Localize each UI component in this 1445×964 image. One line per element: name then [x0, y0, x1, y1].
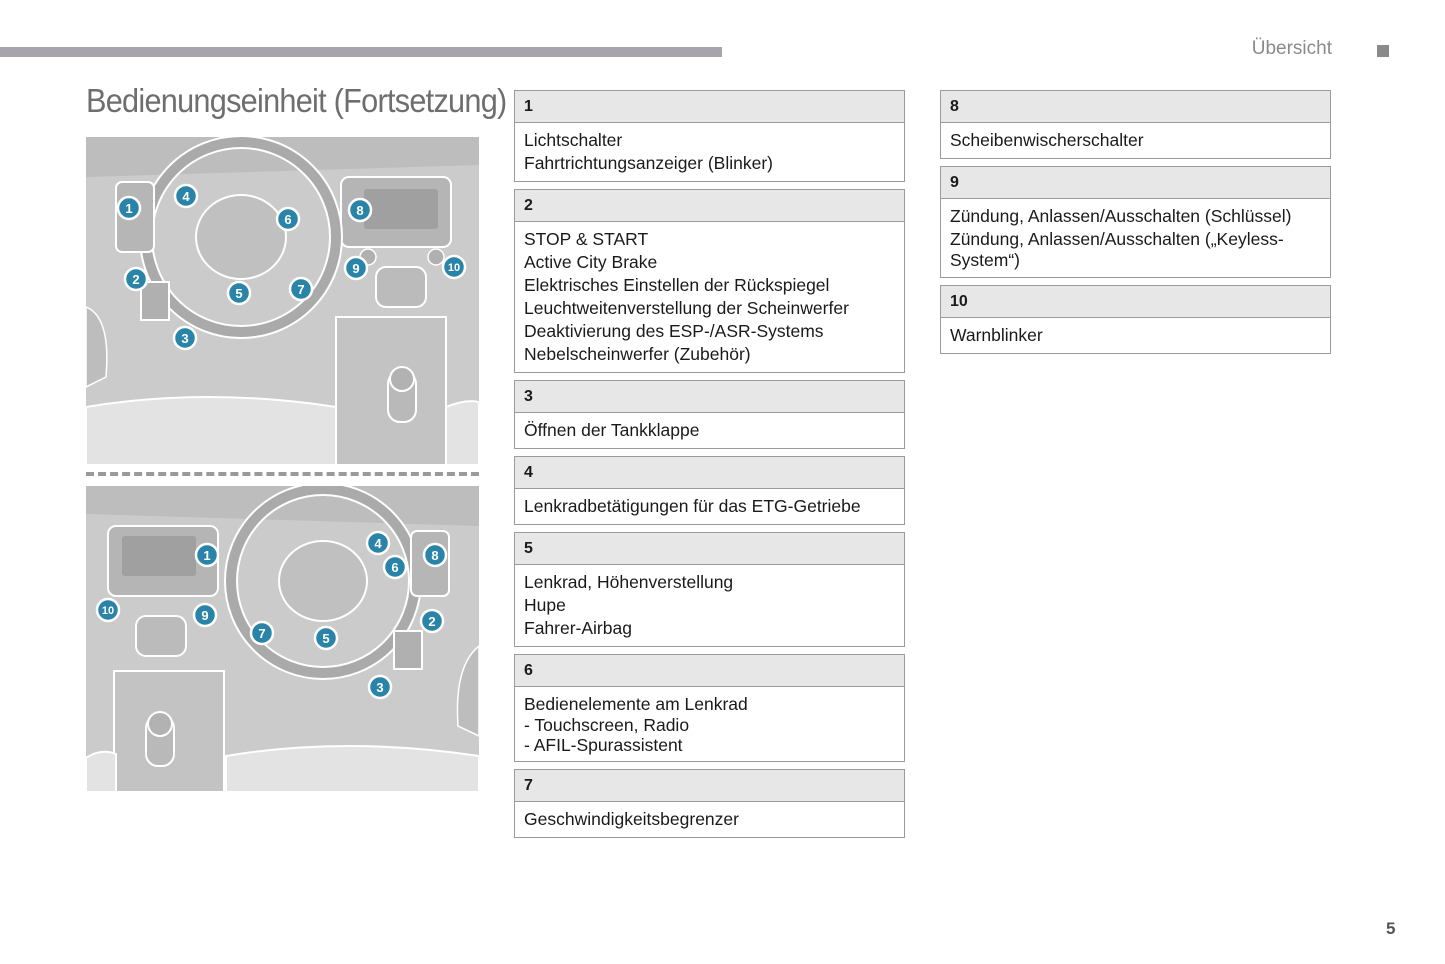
legend-entry-8: 8 Scheibenwischerschalter [940, 90, 1331, 159]
section-label: Übersicht [1251, 38, 1332, 59]
callout-4: 4 [173, 183, 199, 209]
entry-line: Nebelscheinwerfer (Zubehör) [524, 344, 751, 364]
entry-line: Lenkrad, Höhenverstellung [524, 572, 734, 592]
callout-3: 3 [367, 674, 393, 700]
entry-line: System“) [950, 250, 1020, 270]
legend-entry-9: 9 Zündung, Anlassen/Ausschalten (Schlüss… [940, 166, 1331, 278]
entry-number: 2 [515, 190, 904, 222]
entry-line: Fahrtrichtungsanzeiger (Blinker) [524, 153, 773, 173]
entry-line: STOP & START [524, 229, 649, 249]
entry-line: Zündung, Anlassen/Ausschalten („Keyless- [950, 229, 1284, 249]
entry-line: Geschwindigkeitsbegrenzer [524, 809, 739, 829]
legend-entry-3: 3 Öffnen der Tankklappe [514, 380, 905, 449]
svg-text:1: 1 [203, 548, 210, 563]
entry-number: 4 [515, 457, 904, 489]
legend-entry-6: 6 Bedienelemente am Lenkrad - Touchscree… [514, 654, 905, 762]
svg-text:4: 4 [374, 536, 382, 551]
callout-10: 10 [95, 597, 121, 623]
svg-text:6: 6 [391, 560, 398, 575]
svg-text:6: 6 [284, 212, 291, 227]
entry-number: 8 [941, 91, 1330, 123]
svg-text:8: 8 [431, 548, 438, 563]
entry-number: 1 [515, 91, 904, 123]
entry-line: Warnblinker [950, 325, 1043, 345]
svg-text:4: 4 [182, 189, 190, 204]
svg-text:3: 3 [376, 680, 383, 695]
entry-number: 9 [941, 167, 1330, 199]
entry-line: Active City Brake [524, 252, 658, 272]
svg-text:9: 9 [352, 261, 359, 276]
entry-line: Bedienelemente am Lenkrad [524, 694, 748, 714]
entry-line: - AFIL-Spurassistent [524, 734, 683, 755]
callout-1: 1 [116, 195, 142, 221]
entry-number: 3 [515, 381, 904, 413]
svg-text:1: 1 [125, 201, 132, 216]
legend-entry-5: 5 Lenkrad, Höhenverstellung Hupe Fahrer-… [514, 532, 905, 647]
entry-line: Zündung, Anlassen/Ausschalten (Schlüssel… [950, 206, 1292, 226]
entry-number: 10 [941, 286, 1330, 318]
svg-text:7: 7 [258, 626, 265, 641]
svg-text:10: 10 [448, 262, 460, 274]
callout-9: 9 [192, 602, 218, 628]
entry-line: Fahrer-Airbag [524, 618, 632, 638]
entry-line: - Touchscreen, Radio [524, 715, 690, 735]
legend-entry-1: 1 Lichtschalter Fahrtrichtungsanzeiger (… [514, 90, 905, 182]
section-marker-square [1377, 45, 1389, 57]
callout-10: 10 [441, 254, 467, 280]
dashboard-figure-left-hand-drive: 1 4 6 8 2 5 7 9 10 3 [86, 137, 479, 465]
callout-7: 7 [249, 620, 275, 646]
callout-4: 4 [365, 530, 391, 556]
entry-line: Deaktivierung des ESP-/ASR-Systems [524, 321, 824, 341]
callout-6: 6 [275, 206, 301, 232]
svg-text:5: 5 [235, 286, 242, 301]
callout-6: 6 [382, 554, 408, 580]
entry-line: Öffnen der Tankklappe [524, 420, 700, 440]
figure-divider [86, 472, 479, 476]
svg-text:3: 3 [181, 331, 188, 346]
svg-text:10: 10 [102, 605, 114, 617]
callout-2: 2 [123, 266, 149, 292]
legend-entry-7: 7 Geschwindigkeitsbegrenzer [514, 769, 905, 838]
entry-number: 7 [515, 770, 904, 802]
entry-line: Lichtschalter [524, 130, 623, 150]
entry-line: Lenkradbetätigungen für das ETG-Getriebe [524, 496, 861, 516]
callout-5: 5 [313, 625, 339, 651]
dashboard-figure-right-hand-drive: 1 4 6 8 10 9 7 5 2 3 [86, 486, 479, 792]
svg-text:8: 8 [356, 203, 363, 218]
legend-entry-2: 2 STOP & START Active City Brake Elektri… [514, 189, 905, 373]
callout-1: 1 [194, 542, 220, 568]
callout-8: 8 [422, 542, 448, 568]
svg-text:2: 2 [428, 614, 435, 629]
svg-text:7: 7 [297, 282, 304, 297]
top-rule-bar [0, 47, 722, 57]
svg-text:9: 9 [201, 608, 208, 623]
entry-line: Scheibenwischerschalter [950, 130, 1144, 150]
entry-line: Elektrisches Einstellen der Rückspiegel [524, 275, 830, 295]
entry-line: Leuchtweitenverstellung der Scheinwerfer [524, 298, 849, 318]
page-title: Bedienungseinheit (Fortsetzung) [86, 82, 507, 119]
callout-8: 8 [347, 197, 373, 223]
entry-number: 5 [515, 533, 904, 565]
svg-text:2: 2 [132, 272, 139, 287]
callout-5: 5 [226, 280, 252, 306]
entry-line: Hupe [524, 595, 566, 615]
page-number: 5 [1386, 919, 1396, 938]
legend-entry-10: 10 Warnblinker [940, 285, 1331, 354]
callout-7: 7 [288, 276, 314, 302]
callout-9: 9 [343, 255, 369, 281]
callout-2: 2 [419, 608, 445, 634]
legend-entry-4: 4 Lenkradbetätigungen für das ETG-Getrie… [514, 456, 905, 525]
svg-text:5: 5 [322, 631, 329, 646]
callout-3: 3 [172, 325, 198, 351]
entry-number: 6 [515, 655, 904, 687]
